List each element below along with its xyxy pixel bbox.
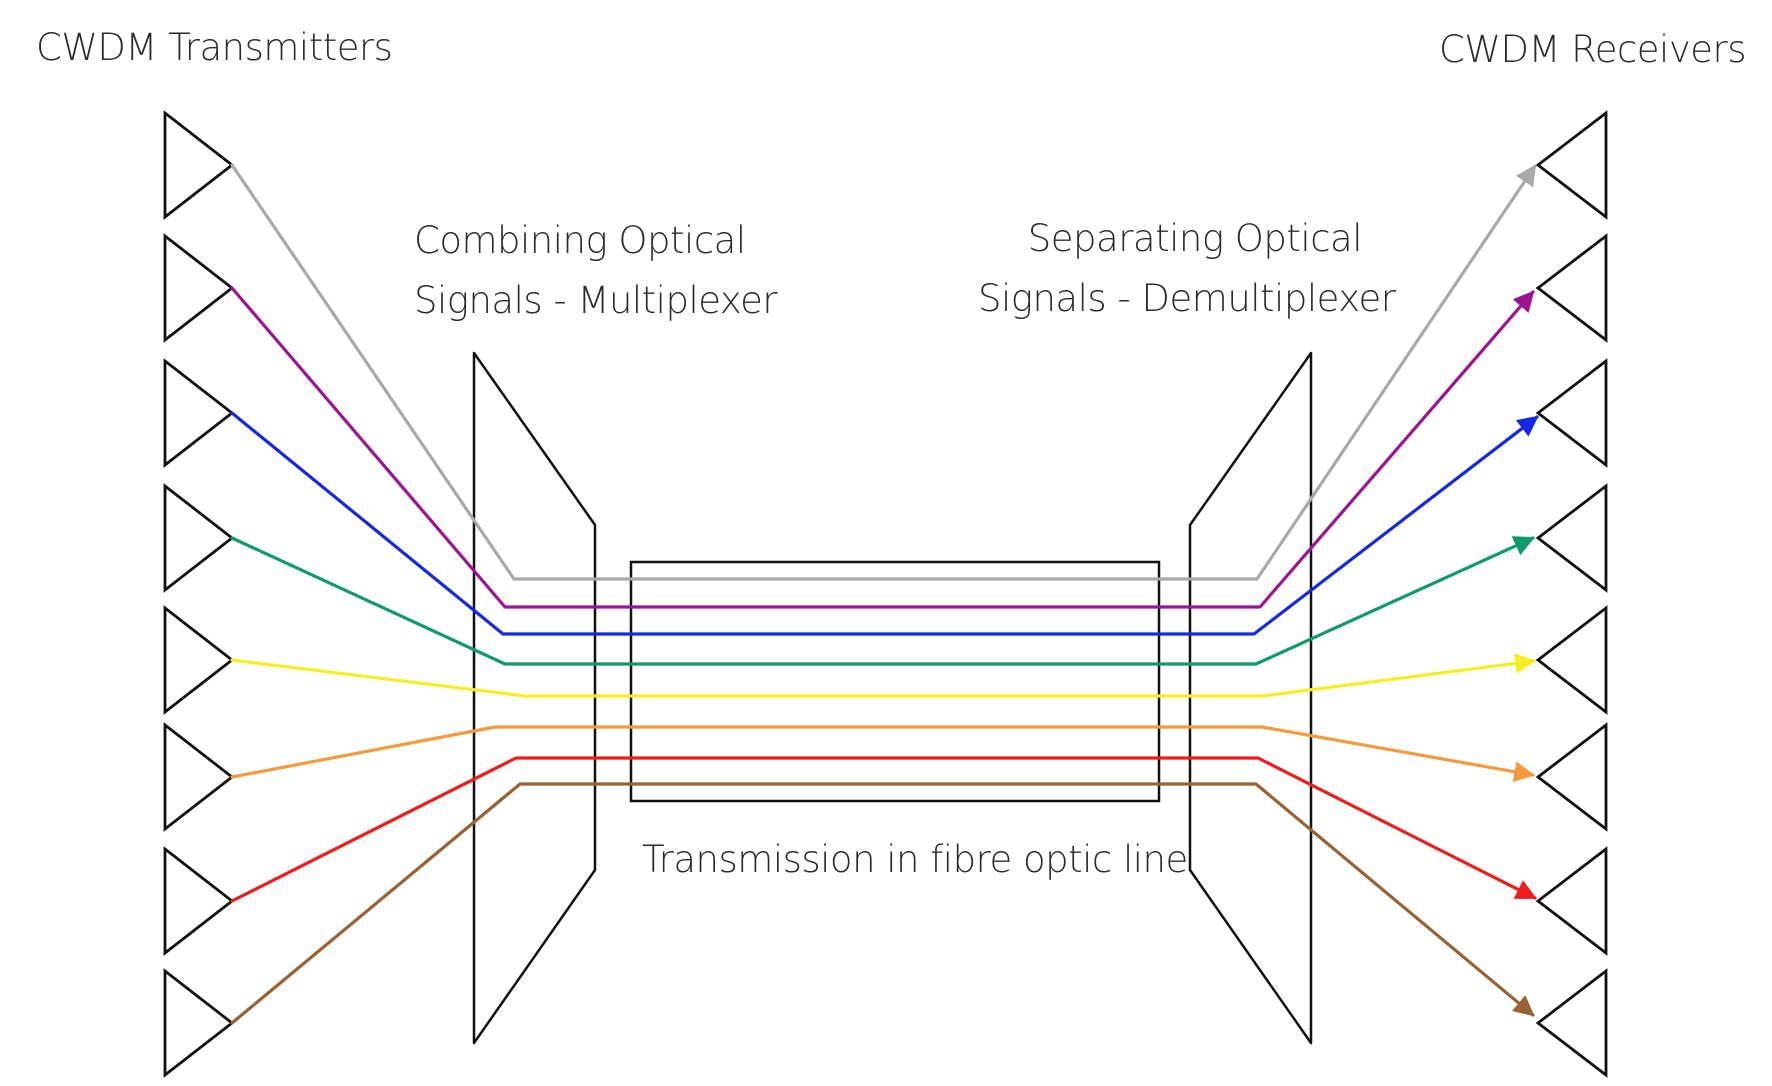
demultiplexer-label: Separating Optical Signals - Demultiplex… bbox=[978, 209, 1396, 329]
multiplexer-label-line1: Combining Optical bbox=[414, 219, 746, 262]
signal-path-3 bbox=[230, 411, 1539, 636]
multiplexer-label-line2: Signals - Multiplexer bbox=[414, 279, 778, 322]
receiver-7 bbox=[1535, 846, 1608, 956]
receiver-6 bbox=[1535, 722, 1608, 832]
signal-path-8 bbox=[230, 782, 1535, 1025]
signal-path-1 bbox=[230, 163, 1537, 581]
demultiplexer-label-line1: Separating Optical bbox=[1027, 217, 1363, 260]
receiver-8 bbox=[1535, 968, 1608, 1078]
demultiplexer-block bbox=[1188, 351, 1313, 1045]
fibre-optic-line bbox=[629, 560, 1161, 803]
receiver-group bbox=[1535, 110, 1608, 1078]
signal-path-2 bbox=[230, 286, 1535, 609]
receiver-1 bbox=[1535, 110, 1608, 220]
transmitter-4 bbox=[163, 483, 235, 593]
receiver-4 bbox=[1535, 483, 1608, 593]
fibre-label: Transmission in fibre optic line bbox=[642, 838, 1188, 881]
transmitter-group bbox=[163, 110, 235, 1078]
transmitter-7 bbox=[163, 846, 235, 956]
receiver-5 bbox=[1535, 605, 1608, 715]
signal-path-7 bbox=[230, 756, 1537, 903]
signal-path-5 bbox=[230, 653, 1537, 698]
transmitter-2 bbox=[163, 233, 235, 343]
demultiplexer-label-line2: Signals - Demultiplexer bbox=[978, 277, 1396, 320]
receiver-3 bbox=[1535, 358, 1608, 468]
transmitters-heading: CWDM Transmitters bbox=[36, 26, 393, 69]
transmitter-8 bbox=[163, 968, 235, 1078]
signal-paths bbox=[230, 163, 1539, 1025]
signal-path-4 bbox=[230, 536, 1535, 666]
receivers-heading: CWDM Receivers bbox=[1439, 28, 1746, 71]
signal-path-6 bbox=[230, 725, 1536, 782]
multiplexer-block bbox=[472, 351, 597, 1045]
transmitter-3 bbox=[163, 358, 235, 468]
receiver-2 bbox=[1535, 233, 1608, 343]
transmitter-1 bbox=[163, 110, 235, 220]
transmitter-5 bbox=[163, 605, 235, 715]
multiplexer-label: Combining Optical Signals - Multiplexer bbox=[414, 211, 778, 331]
transmitter-6 bbox=[163, 722, 235, 832]
